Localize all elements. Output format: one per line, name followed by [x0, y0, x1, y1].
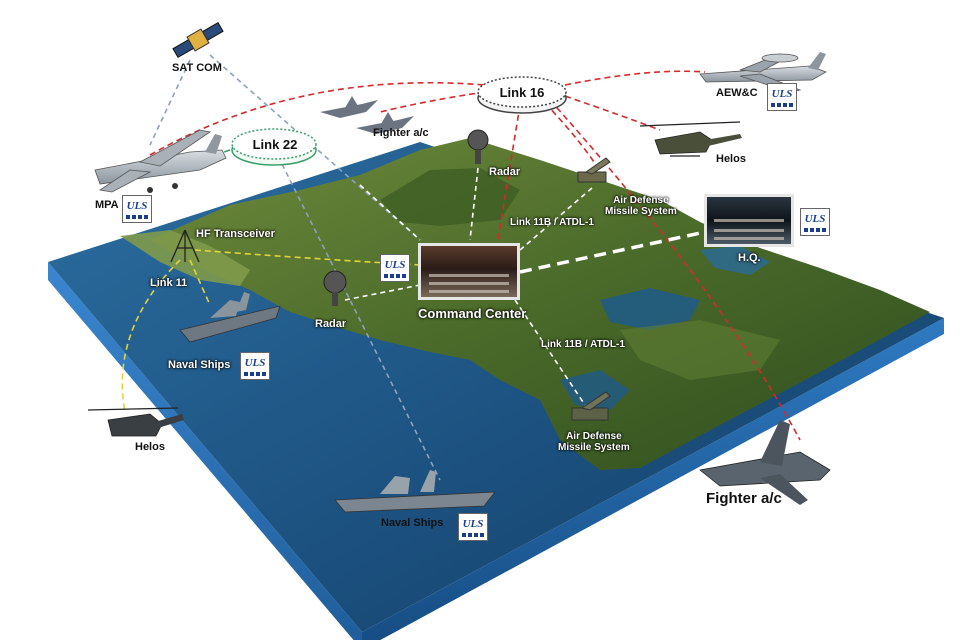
map-inlet-3: [700, 246, 770, 275]
fighter-jet-icon: [320, 96, 414, 134]
satcom-line-mpa: [149, 59, 191, 146]
mpa-aircraft-icon: [94, 129, 227, 193]
uls-logo: ULS: [122, 195, 152, 223]
fighter-jet-icon: [699, 420, 831, 505]
satellite-icon: [172, 21, 224, 59]
link16-ring: [477, 76, 567, 114]
helicopter-icon: [639, 121, 742, 157]
aewc-label: AEW&C: [716, 87, 758, 99]
radar-icon: [467, 129, 489, 164]
helicopter-icon: [87, 407, 184, 437]
hf-antenna-icon: [170, 229, 200, 263]
air-defense-bottom-label: Air Defense Missile System: [558, 431, 630, 453]
aewc-aircraft-icon: [699, 52, 827, 93]
link11-line-ship: [189, 259, 211, 306]
radar-icon: [323, 270, 347, 306]
link16-arc-fighter-top: [379, 91, 486, 113]
uls-logo: ULS: [240, 352, 270, 380]
helos-left-label: Helos: [135, 441, 165, 453]
helos-right-label: Helos: [716, 153, 746, 165]
link16-label: Link 16: [499, 85, 545, 100]
satcom-line-ship: [269, 139, 441, 481]
radar-top-label: Radar: [489, 166, 521, 178]
hq-image: [704, 194, 794, 247]
link16-arc-mpa: [149, 81, 486, 156]
link11b-line-hq: [519, 230, 706, 274]
naval-ships-bottom-label: Naval Ships: [381, 517, 444, 529]
warship-icon: [179, 292, 281, 343]
fighter-bottom-label: Fighter a/c: [706, 490, 782, 507]
link11b-line-northwest: [359, 184, 421, 241]
fighter-top-label: Fighter a/c: [373, 127, 429, 139]
mpa-label: MPA: [95, 199, 119, 211]
hq-label: H.Q.: [738, 252, 761, 264]
map-side-right: [362, 318, 944, 640]
map-highlands: [380, 168, 520, 226]
link11b-label-top: Link 11B / ATDL-1: [510, 217, 594, 228]
terrain-map: [48, 138, 944, 640]
link11b-line-radar-left: [344, 284, 421, 301]
link22-label: Link 22: [252, 137, 298, 152]
link16-arc-aewc: [564, 70, 706, 86]
link16-arc-airdef: [544, 102, 599, 169]
uls-logo: ULS: [767, 83, 797, 111]
map-highlands-2: [620, 320, 780, 380]
sat-com-label: SAT COM: [172, 62, 222, 74]
link11b-line-airdef-top: [519, 187, 593, 251]
link11b-line-airdef-bottom: [514, 299, 586, 406]
uls-logo: ULS: [380, 254, 410, 282]
link11b-line-radar-top: [469, 167, 479, 241]
air-defense-top-label: Air Defense Missile System: [605, 195, 677, 217]
command-center-image: [418, 243, 520, 300]
link11b-label-bottom: Link 11B / ATDL-1: [541, 339, 625, 350]
naval-ships-left-label: Naval Ships: [168, 359, 231, 371]
map-inlet-2: [560, 370, 630, 410]
warship-icon: [334, 470, 496, 513]
hf-transceiver-label: HF Transceiver: [196, 228, 275, 240]
map-inlet: [600, 288, 700, 330]
command-center-label: Command Center: [418, 306, 527, 321]
missile-launcher-icon: [577, 157, 611, 183]
link22-ring-line: [179, 149, 231, 171]
map-side-left: [48, 262, 362, 640]
uls-logo: ULS: [458, 513, 488, 541]
link16-arc-fighter-bottom: [549, 99, 801, 441]
link11-line-helo: [121, 259, 181, 413]
map-land-main: [150, 138, 930, 470]
missile-launcher-icon: [571, 391, 611, 421]
link16-arc-command: [497, 104, 521, 241]
radar-left-label: Radar: [315, 318, 347, 330]
link11-label: Link 11: [150, 277, 188, 289]
link22-ring: [231, 128, 317, 166]
uls-logo: ULS: [800, 208, 830, 236]
link16-arc-helos: [564, 95, 661, 131]
